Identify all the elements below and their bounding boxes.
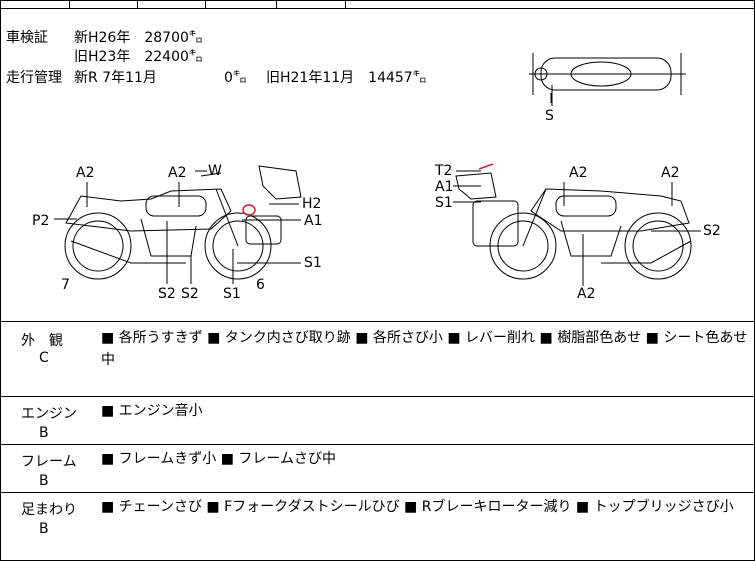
right-side-bike-icon xyxy=(455,172,692,280)
label-a1-left: A1 xyxy=(304,213,323,229)
divider xyxy=(1,444,754,445)
section-engine-items: ■ エンジン音小 xyxy=(101,403,203,419)
section-engine-grade: B xyxy=(39,425,49,441)
label-s1-left-1: S1 xyxy=(304,255,322,271)
label-top-s: S xyxy=(545,108,554,124)
label-p2: P2 xyxy=(32,213,50,229)
label-s1-left-2: S1 xyxy=(223,286,241,302)
section-exterior-grade: C xyxy=(39,350,49,366)
section-suspension-items: ■ チェーンさび ■ Fフォークダストシールひび ■ Rブレーキローター減り ■… xyxy=(101,499,734,515)
inspection-new: 新H26年 28700㌔ xyxy=(74,30,203,46)
damage-mark-right xyxy=(478,163,494,170)
divider xyxy=(1,396,754,397)
section-frame-items: ■ フレームきず小 ■ フレームさび中 xyxy=(101,451,336,467)
label-6: 6 xyxy=(256,277,265,293)
label-a2-left-2: A2 xyxy=(168,165,187,181)
mileage-label: 走行管理 xyxy=(6,70,62,86)
divider xyxy=(1,492,754,493)
label-a2-right-1: A2 xyxy=(569,165,588,181)
left-side-bike-icon xyxy=(64,165,302,280)
label-7: 7 xyxy=(61,277,70,293)
mileage-new-km: 0㌔ xyxy=(224,70,247,86)
label-s2-right: S2 xyxy=(703,223,721,239)
label-a2-right-3: A2 xyxy=(577,286,596,302)
label-t2: T2 xyxy=(435,163,453,179)
label-a2-left-1: A2 xyxy=(76,165,95,181)
section-suspension-name: 足まわり xyxy=(21,502,77,518)
section-exterior-items: ■ 各所うすきず ■ タンク内さび取り跡 ■ 各所さび小 ■ レバー削れ ■ 樹… xyxy=(101,330,748,368)
label-s2-left-1: S2 xyxy=(158,286,176,302)
mileage-old: 旧H21年11月 14457㌔ xyxy=(266,70,427,86)
top-table-strip xyxy=(1,1,754,9)
top-view-bike-icon xyxy=(529,53,686,103)
label-s2-left-2: S2 xyxy=(181,286,199,302)
section-frame-name: フレーム xyxy=(21,454,77,470)
motorcycle-diagram xyxy=(54,53,701,286)
section-suspension-grade: B xyxy=(39,521,49,537)
section-engine-name: エンジン xyxy=(21,406,77,422)
label-w: W xyxy=(208,163,222,179)
mileage-new: 新R 7年11月 xyxy=(74,70,157,86)
inspection-label: 車検証 xyxy=(6,30,48,46)
label-s1-right: S1 xyxy=(435,195,453,211)
section-exterior-name: 外 観 xyxy=(21,333,63,349)
divider xyxy=(1,321,754,322)
section-frame-grade: B xyxy=(39,473,49,489)
label-h2: H2 xyxy=(302,196,322,212)
label-a2-right-2: A2 xyxy=(661,165,680,181)
inspection-old: 旧H23年 22400㌔ xyxy=(74,49,203,65)
label-a1-right: A1 xyxy=(435,179,454,195)
damage-mark-left xyxy=(242,204,256,216)
